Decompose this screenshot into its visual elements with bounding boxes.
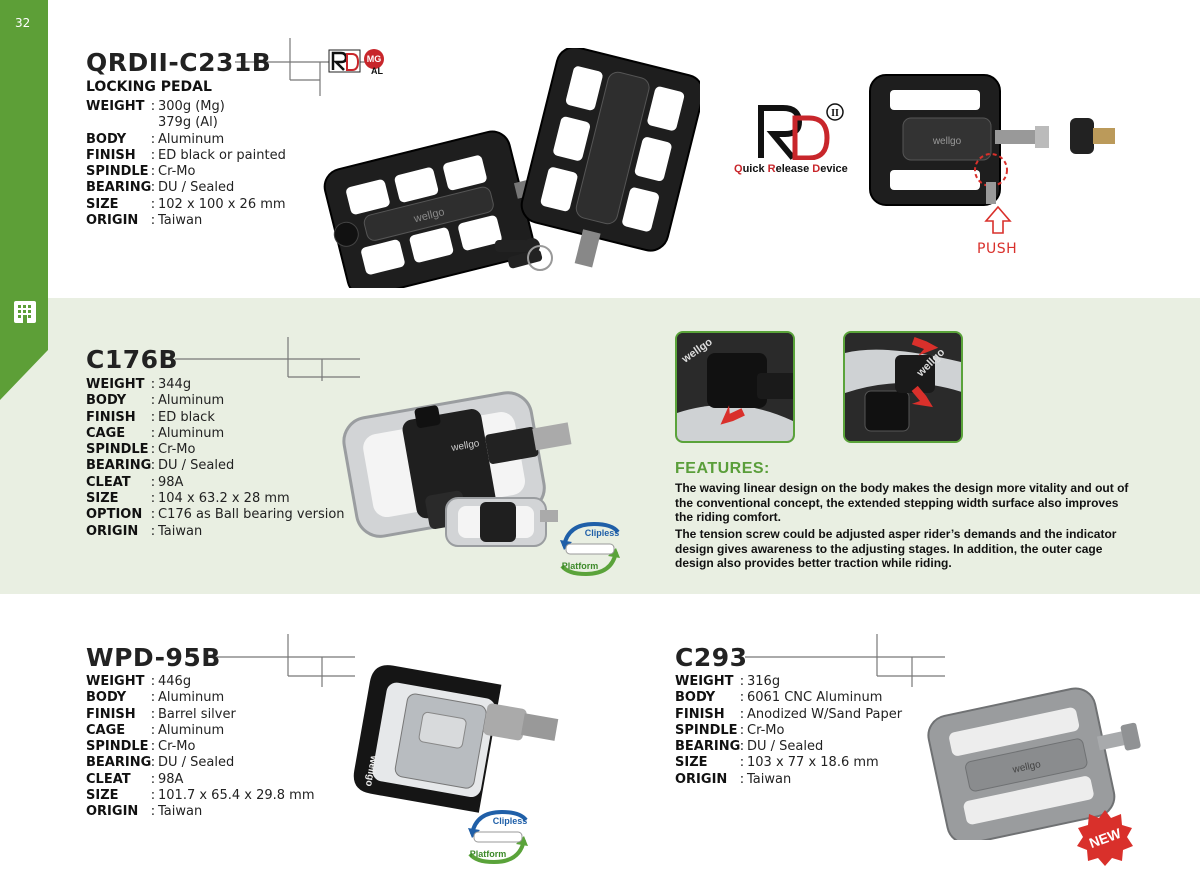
spec-row: SPINDLE:Cr-Mo [86, 739, 196, 755]
spec-row: SIZE:104 x 63.2 x 28 mm [86, 491, 290, 507]
features-title: FEATURES: [675, 460, 770, 477]
pedal-image-qrd-release: wellgo [869, 74, 1115, 206]
spec-row: FINISH:Anodized W/Sand Paper [675, 706, 903, 722]
svg-text:Clipless: Clipless [493, 816, 528, 826]
spec-row: BEARING:DU / Sealed [675, 739, 824, 755]
spec-list: WEIGHT:446g BODY:Aluminum FINISH:Barrel … [86, 674, 314, 821]
svg-text:wellgo: wellgo [1011, 759, 1042, 776]
new-badge: NEW [1077, 810, 1133, 866]
spec-row: CAGE:Aluminum [86, 722, 225, 738]
qrd-ii-logo: II [758, 103, 844, 160]
svg-text:II: II [831, 108, 839, 119]
product-model-title: C293 [675, 643, 748, 672]
sidebar-tab [0, 0, 48, 400]
spec-row: FINISH:ED black [86, 409, 215, 425]
svg-text:Platform: Platform [470, 849, 507, 859]
qrd-caption: Quick Release Device [734, 163, 848, 175]
detail-photo-1: wellgo [675, 331, 795, 443]
spec-list: WEIGHT:344g BODY:Aluminum FINISH:ED blac… [86, 377, 345, 540]
spec-list: WEIGHT:300g (Mg) 379g (Al) BODY:Aluminum… [86, 99, 286, 229]
spec-list: WEIGHT:316g BODY:6061 CNC Aluminum FINIS… [675, 674, 902, 788]
spec-row: BODY:Aluminum [86, 393, 225, 409]
svg-text:MG: MG [367, 54, 382, 64]
spec-row: SPINDLE:Cr-Mo [86, 164, 196, 180]
spec-row: BODY:6061 CNC Aluminum [675, 690, 883, 706]
spec-row: SIZE:101.7 x 65.4 x 29.8 mm [86, 788, 315, 804]
spec-row: FINISH:Barrel silver [86, 706, 236, 722]
detail-photo-2: wellgo [843, 331, 963, 443]
spec-row: WEIGHT:316g [675, 674, 781, 689]
product-subtitle: LOCKING PEDAL [86, 79, 212, 95]
spec-row: ORIGIN:Taiwan [675, 771, 792, 787]
mg-al-badge: MG AL [364, 49, 384, 76]
building-icon [14, 301, 36, 323]
clipless-platform-badge: Clipless Platform [468, 809, 528, 865]
product-model-title: WPD-95B [86, 643, 221, 672]
spec-row: BODY:Aluminum [86, 131, 225, 147]
spec-row: SPINDLE:Cr-Mo [86, 442, 196, 458]
spec-row: BEARING:DU / Sealed [86, 180, 235, 196]
spec-row: ORIGIN:Taiwan [86, 804, 203, 820]
svg-text:AL: AL [371, 66, 383, 76]
svg-text:wellgo: wellgo [412, 206, 446, 225]
product-model-title: QRDII-C231B [86, 48, 272, 77]
push-arrow-icon [984, 205, 1012, 234]
spec-row: 379g (Al) [158, 115, 218, 131]
spec-row: OPTION:C176 as Ball bearing version [86, 507, 345, 523]
push-label: PUSH [977, 241, 1018, 257]
spec-row: SIZE:103 x 77 x 18.6 mm [675, 755, 879, 771]
spec-row: BEARING:DU / Sealed [86, 755, 235, 771]
spec-row: ORIGIN:Taiwan [86, 523, 203, 539]
pedal-image-qrdii-c231b: wellgo [323, 48, 700, 288]
svg-text:wellgo: wellgo [363, 754, 379, 788]
key-icon [495, 238, 553, 271]
features-paragraph-1: The waving linear design on the body mak… [675, 481, 1129, 524]
spec-row: CAGE:Aluminum [86, 425, 225, 441]
spec-row: ORIGIN:Taiwan [86, 213, 203, 229]
rd-logo-small [328, 49, 361, 73]
features-paragraph-2: The tension screw could be adjusted aspe… [675, 527, 1117, 570]
spec-row: FINISH:ED black or painted [86, 147, 286, 163]
spec-row: CLEAT:98A [86, 474, 184, 490]
svg-text:wellgo: wellgo [932, 136, 962, 147]
spec-row: SIZE:102 x 100 x 26 mm [86, 196, 286, 212]
pedal-image-wpd-95b: wellgo [353, 665, 559, 813]
product-model-title: C176B [86, 345, 179, 374]
spec-row: SPINDLE:Cr-Mo [675, 722, 785, 738]
spec-row: BODY:Aluminum [86, 690, 225, 706]
pedal-image-c293: wellgo [927, 687, 1141, 840]
spec-row: BEARING:DU / Sealed [86, 458, 235, 474]
spec-row: CLEAT:98A [86, 771, 184, 787]
spec-row: WEIGHT:300g (Mg) [86, 99, 225, 114]
spec-row: WEIGHT:446g [86, 674, 192, 689]
spec-row: WEIGHT:344g [86, 377, 192, 392]
svg-text:NEW: NEW [1087, 825, 1124, 851]
page-number: 32 [15, 16, 31, 30]
